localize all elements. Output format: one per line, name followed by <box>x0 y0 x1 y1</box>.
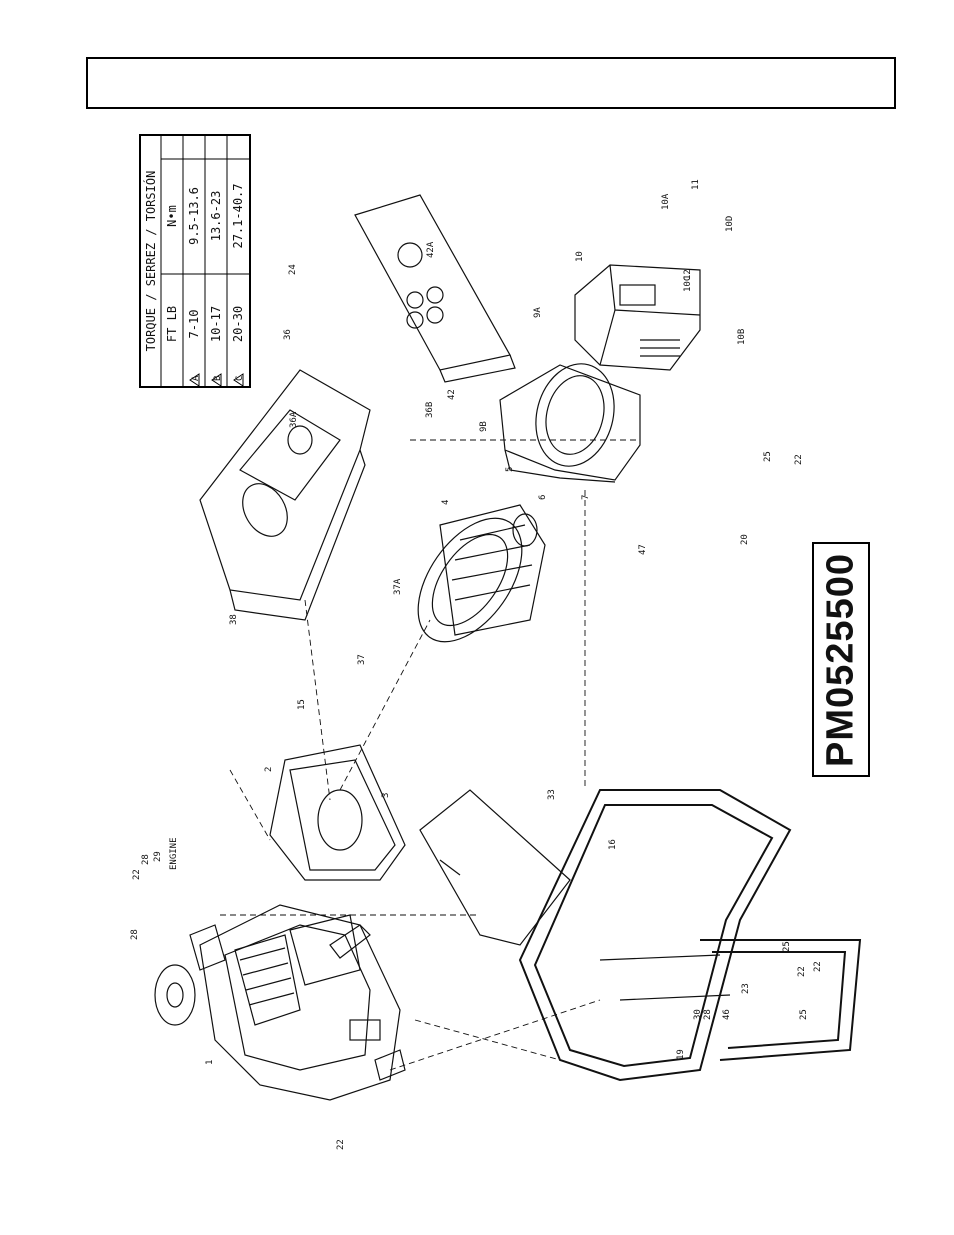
model-number-box: PM0525500 <box>812 542 870 777</box>
callout-42a: 42A <box>426 241 436 258</box>
callout-29: 29 <box>153 851 163 862</box>
torque-nm-b: 13.6-23 <box>209 191 223 242</box>
callout-22-left: 22 <box>336 1139 346 1150</box>
callout-9b: 9B <box>479 421 489 432</box>
callout-7: 7 <box>581 495 591 500</box>
callout-37a: 37A <box>393 578 403 595</box>
torque-nm-a: 9.5-13.6 <box>187 187 201 245</box>
callout-3: 3 <box>381 793 391 798</box>
callout-25-frame-a: 25 <box>782 941 792 952</box>
callout-10: 10 <box>575 251 585 262</box>
torque-col-nm: N•m <box>165 205 179 227</box>
callout-19: 19 <box>676 1049 686 1060</box>
cover-plate <box>419 789 571 946</box>
frame <box>518 789 862 1082</box>
callout-24: 24 <box>288 264 298 275</box>
callout-28-top: 28 <box>141 854 151 865</box>
torque-symbol-b: B <box>213 376 223 381</box>
callout-22-right: 22 <box>794 454 804 465</box>
torque-table: TORQUE / SERREZ / TORSIÓN FT LB N•m A 7-… <box>139 134 251 388</box>
callout-10b: 10B <box>737 329 747 345</box>
callout-11: 11 <box>691 179 701 190</box>
callout-36b: 36B <box>425 402 435 418</box>
callout-16: 16 <box>608 839 618 850</box>
callout-22-top: 22 <box>132 869 142 880</box>
callout-6: 6 <box>538 495 548 500</box>
torque-title: TORQUE / SERREZ / TORSIÓN <box>143 171 158 352</box>
callout-15: 15 <box>297 699 307 710</box>
callout-38: 38 <box>229 614 239 625</box>
callout-2: 2 <box>264 767 274 772</box>
callout-25-right: 25 <box>763 451 773 462</box>
torque-symbol-a: A <box>191 375 201 381</box>
callout-37: 37 <box>357 654 367 665</box>
torque-ftlb-a: 7-10 <box>187 310 201 339</box>
callout-42: 42 <box>447 389 457 400</box>
fuel-tank <box>199 369 371 621</box>
fan-housing <box>269 744 406 881</box>
callout-23: 23 <box>741 983 751 994</box>
callout-46: 46 <box>722 1009 732 1020</box>
torque-ftlb-c: 20-30 <box>231 306 245 342</box>
callout-28-left: 28 <box>130 929 140 940</box>
callout-20: 20 <box>740 534 750 545</box>
torque-nm-c: 27.1-40.7 <box>231 183 245 248</box>
callout-engine: ENGINE <box>169 837 179 870</box>
engine-assembly <box>154 904 406 1101</box>
callout-36a: 36A <box>289 411 299 428</box>
callout-10a: 10A <box>661 193 671 210</box>
callout-36: 36 <box>283 329 293 340</box>
callout-30: 30 <box>693 1009 703 1020</box>
callout-4: 4 <box>441 500 451 505</box>
callout-9a: 9A <box>533 307 543 318</box>
callout-10c: 10C <box>683 276 693 292</box>
torque-ftlb-b: 10-17 <box>209 306 223 342</box>
torque-row-a: A 7-10 9.5-13.6 <box>187 187 201 387</box>
torque-row-b: B 10-17 13.6-23 <box>209 191 223 387</box>
callout-22-frame-a: 22 <box>797 966 807 977</box>
callout-28-frame: 28 <box>703 1009 713 1020</box>
callout-33: 33 <box>547 789 557 800</box>
callout-12: 12 <box>683 269 693 280</box>
callout-22-frame-b: 22 <box>813 961 823 972</box>
torque-row-c: C 20-30 27.1-40.7 <box>231 183 245 387</box>
rotor-assembly <box>417 504 546 643</box>
stator-housing <box>499 363 641 483</box>
torque-symbol-c: C <box>235 376 245 381</box>
leader-lines <box>220 439 640 1071</box>
header-box <box>86 57 896 109</box>
control-panel <box>354 194 516 383</box>
callout-25-frame-b: 25 <box>799 1009 809 1020</box>
torque-col-ftlb: FT LB <box>165 306 179 342</box>
callout-5: 5 <box>505 467 515 472</box>
callout-47: 47 <box>638 544 648 555</box>
callout-1: 1 <box>205 1060 215 1065</box>
control-box <box>574 264 701 371</box>
callout-10d: 10D <box>725 216 735 232</box>
